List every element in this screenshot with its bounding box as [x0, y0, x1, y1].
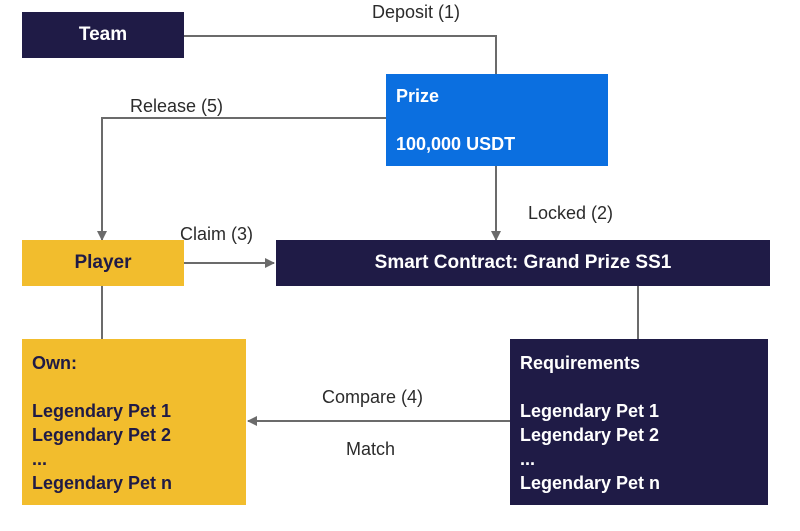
requirements-item: Legendary Pet 2 — [520, 425, 660, 445]
requirements-item: Legendary Pet 1 — [520, 401, 660, 421]
match-label: Match — [346, 439, 396, 459]
requirements-node: Requirements Legendary Pet 1 Legendary P… — [510, 339, 768, 505]
locked-label: Locked (2) — [528, 203, 614, 223]
own-item: ... — [32, 449, 48, 469]
requirements-title: Requirements — [520, 353, 641, 373]
compare-label: Compare (4) — [322, 387, 424, 407]
deposit-connector — [184, 35, 497, 74]
own-title: Own: — [32, 353, 77, 373]
deposit-label: Deposit (1) — [372, 2, 461, 22]
player-node: Player — [22, 240, 184, 286]
release-arrow — [97, 117, 386, 241]
prize-amount: 100,000 USDT — [396, 134, 516, 154]
prize-title: Prize — [396, 86, 440, 106]
own-item: Legendary Pet n — [32, 473, 173, 493]
prize-node: Prize 100,000 USDT — [386, 74, 608, 166]
own-item: Legendary Pet 1 — [32, 401, 172, 421]
release-label: Release (5) — [130, 96, 224, 116]
requirements-item: Legendary Pet n — [520, 473, 661, 493]
requirements-item: ... — [520, 449, 536, 469]
own-node: Own: Legendary Pet 1 Legendary Pet 2 ...… — [22, 339, 246, 505]
team-label: Team — [78, 24, 128, 45]
own-item: Legendary Pet 2 — [32, 425, 172, 445]
team-node: Team — [22, 12, 184, 58]
smart-contract-label: Smart Contract: Grand Prize SS1 — [374, 252, 672, 273]
requirements-spacer — [520, 375, 758, 399]
player-label: Player — [74, 252, 132, 273]
own-spacer — [32, 375, 236, 399]
claim-label: Claim (3) — [180, 224, 254, 244]
smart-contract-node: Smart Contract: Grand Prize SS1 — [276, 240, 770, 286]
